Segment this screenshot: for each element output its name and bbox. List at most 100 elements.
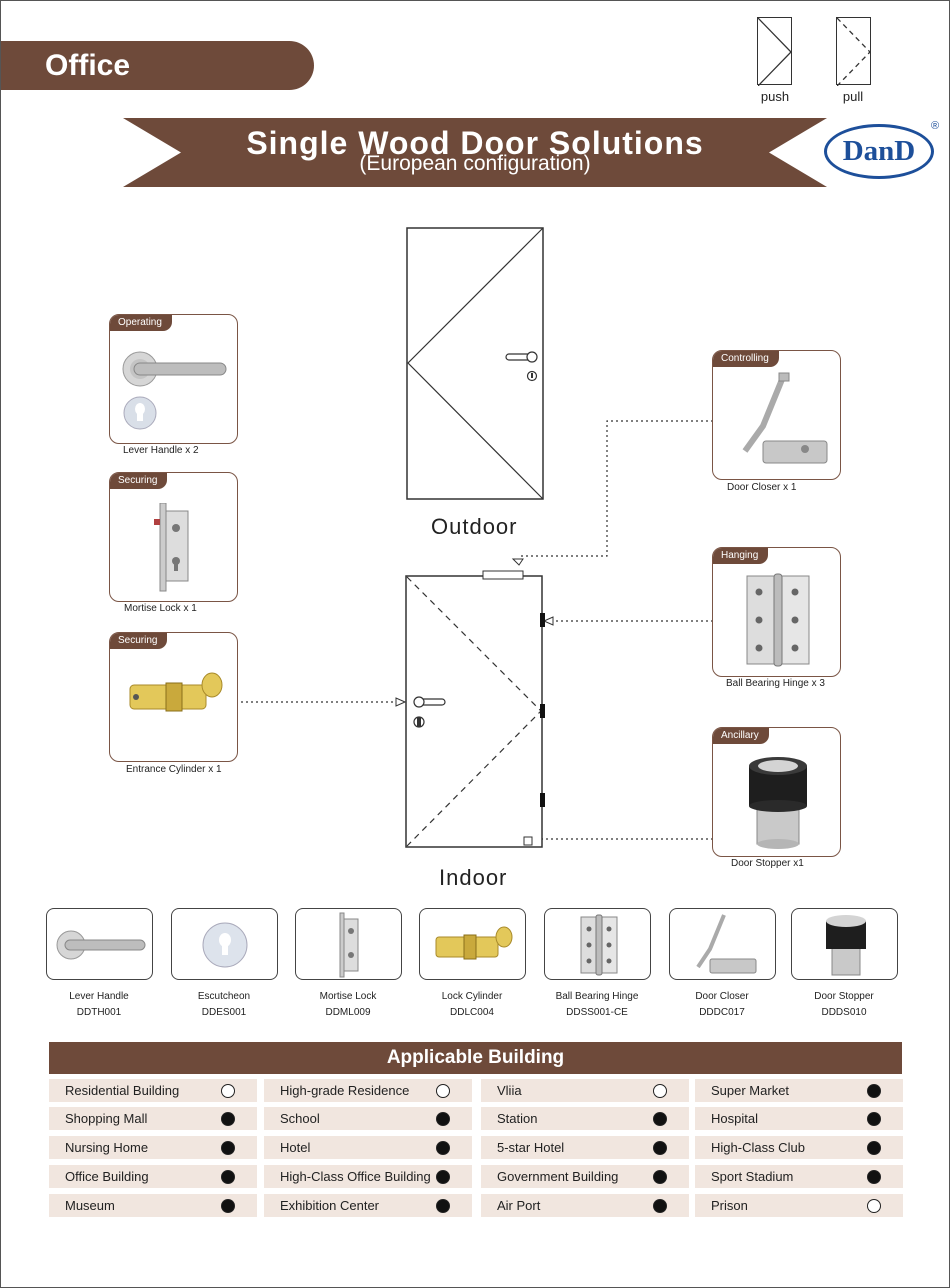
applicable-filled-dot-icon bbox=[867, 1112, 881, 1126]
registered-mark: ® bbox=[931, 120, 940, 132]
building-name: Prison bbox=[711, 1198, 748, 1213]
product-name: Lever Handle bbox=[69, 991, 129, 1002]
outdoor-label: Outdoor bbox=[431, 514, 518, 539]
applicable-filled-dot-icon bbox=[436, 1112, 450, 1126]
applicable-filled-dot-icon bbox=[653, 1141, 667, 1155]
applicable-filled-dot-icon bbox=[653, 1170, 667, 1184]
hinge-icon bbox=[580, 914, 618, 976]
applicable-filled-dot-icon bbox=[221, 1141, 235, 1155]
card-tag: Operating bbox=[110, 315, 172, 331]
product-code: DDSS001-CE bbox=[566, 1007, 628, 1018]
building-name: High-grade Residence bbox=[280, 1083, 410, 1098]
card-entrance-cylinder: Securing bbox=[109, 632, 238, 762]
building-cell: Shopping Mall bbox=[49, 1107, 257, 1130]
hinge-icon bbox=[746, 573, 810, 667]
product-mortise-lock bbox=[295, 908, 402, 980]
building-cell: Government Building bbox=[481, 1165, 689, 1188]
card-mortise-lock: Securing bbox=[109, 472, 238, 602]
building-name: School bbox=[280, 1111, 320, 1126]
building-cell: Nursing Home bbox=[49, 1136, 257, 1159]
mortise-lock-icon bbox=[339, 912, 359, 978]
building-cell: High-Class Office Building bbox=[264, 1165, 472, 1188]
building-name: Government Building bbox=[497, 1169, 619, 1184]
applicable-filled-dot-icon bbox=[867, 1170, 881, 1184]
card-door-stopper: Ancillary bbox=[712, 727, 841, 857]
card-caption: Ball Bearing Hinge x 3 bbox=[726, 678, 825, 689]
building-cell: Sport Stadium bbox=[695, 1165, 903, 1188]
product-code: DDES001 bbox=[201, 1007, 247, 1018]
product-lever-handle bbox=[46, 908, 153, 980]
door-stopper-icon bbox=[826, 915, 866, 976]
applicable-filled-dot-icon bbox=[221, 1199, 235, 1213]
escutcheon-icon bbox=[202, 922, 248, 968]
product-code: DDTH001 bbox=[76, 1007, 122, 1018]
card-caption: Mortise Lock x 1 bbox=[124, 603, 197, 614]
product-door-stopper bbox=[791, 908, 898, 980]
building-name: Vliia bbox=[497, 1083, 522, 1098]
applicable-filled-dot-icon bbox=[653, 1112, 667, 1126]
building-cell: Office Building bbox=[49, 1165, 257, 1188]
cylinder-icon bbox=[129, 672, 223, 712]
product-name: Escutcheon bbox=[197, 991, 251, 1002]
product-hinge bbox=[544, 908, 651, 980]
building-name: Residential Building bbox=[65, 1083, 180, 1098]
section-tab: Office bbox=[1, 41, 314, 90]
building-name: Nursing Home bbox=[65, 1140, 149, 1155]
product-name: Lock Cylinder bbox=[441, 991, 503, 1002]
building-name: Sport Stadium bbox=[711, 1169, 794, 1184]
banner-subtitle: (European configuration) bbox=[359, 152, 591, 175]
card-hinge: Hanging bbox=[712, 547, 841, 677]
product-code: DDDC017 bbox=[699, 1007, 745, 1018]
pull-label: pull bbox=[842, 89, 864, 104]
card-caption: Lever Handle x 2 bbox=[123, 445, 199, 456]
card-tag: Securing bbox=[110, 633, 168, 649]
building-cell: Museum bbox=[49, 1194, 257, 1217]
applicable-filled-dot-icon bbox=[221, 1170, 235, 1184]
push-legend-icon bbox=[757, 17, 792, 87]
product-door-closer bbox=[669, 908, 776, 980]
building-cell: Residential Building bbox=[49, 1079, 257, 1102]
building-name: 5-star Hotel bbox=[497, 1140, 565, 1155]
title-banner bbox=[123, 118, 827, 187]
lever-handle-icon bbox=[56, 930, 146, 960]
product-escutcheon bbox=[171, 908, 278, 980]
not-applicable-empty-dot-icon bbox=[221, 1084, 235, 1098]
mortise-lock-icon bbox=[154, 503, 189, 592]
building-name: Air Port bbox=[497, 1198, 541, 1213]
card-lever-handle: Operating bbox=[109, 314, 238, 444]
applicable-filled-dot-icon bbox=[653, 1199, 667, 1213]
building-cell: Super Market bbox=[695, 1079, 903, 1102]
indoor-label: Indoor bbox=[439, 865, 508, 890]
outdoor-door bbox=[406, 227, 544, 500]
push-label: push bbox=[760, 89, 790, 104]
product-name: Ball Bearing Hinge bbox=[555, 991, 639, 1002]
building-cell: Hotel bbox=[264, 1136, 472, 1159]
applicable-filled-dot-icon bbox=[436, 1199, 450, 1213]
applicable-filled-dot-icon bbox=[867, 1084, 881, 1098]
applicable-filled-dot-icon bbox=[436, 1170, 450, 1184]
building-cell: High-Class Club bbox=[695, 1136, 903, 1159]
building-name: High-Class Office Building bbox=[280, 1169, 431, 1184]
card-tag: Ancillary bbox=[713, 728, 769, 744]
building-name: Office Building bbox=[65, 1169, 149, 1184]
indoor-door bbox=[405, 570, 545, 848]
applicable-building-header: Applicable Building bbox=[49, 1042, 902, 1074]
building-name: Shopping Mall bbox=[65, 1111, 148, 1126]
card-tag: Hanging bbox=[713, 548, 769, 564]
building-cell: Prison bbox=[695, 1194, 903, 1217]
product-name: Door Stopper bbox=[814, 991, 874, 1002]
door-stopper-icon bbox=[749, 757, 807, 849]
building-name: Museum bbox=[65, 1198, 115, 1213]
applicable-filled-dot-icon bbox=[436, 1141, 450, 1155]
building-cell: Vliia bbox=[481, 1079, 689, 1102]
not-applicable-empty-dot-icon bbox=[867, 1199, 881, 1213]
product-name: Door Closer bbox=[695, 991, 749, 1002]
card-tag: Controlling bbox=[713, 351, 779, 367]
banner-title: Single Wood Door Solutions bbox=[246, 125, 704, 161]
building-cell: Air Port bbox=[481, 1194, 689, 1217]
product-lock-cylinder bbox=[419, 908, 526, 980]
building-name: Hospital bbox=[711, 1111, 758, 1126]
card-caption: Entrance Cylinder x 1 bbox=[126, 764, 222, 775]
building-name: Station bbox=[497, 1111, 538, 1126]
